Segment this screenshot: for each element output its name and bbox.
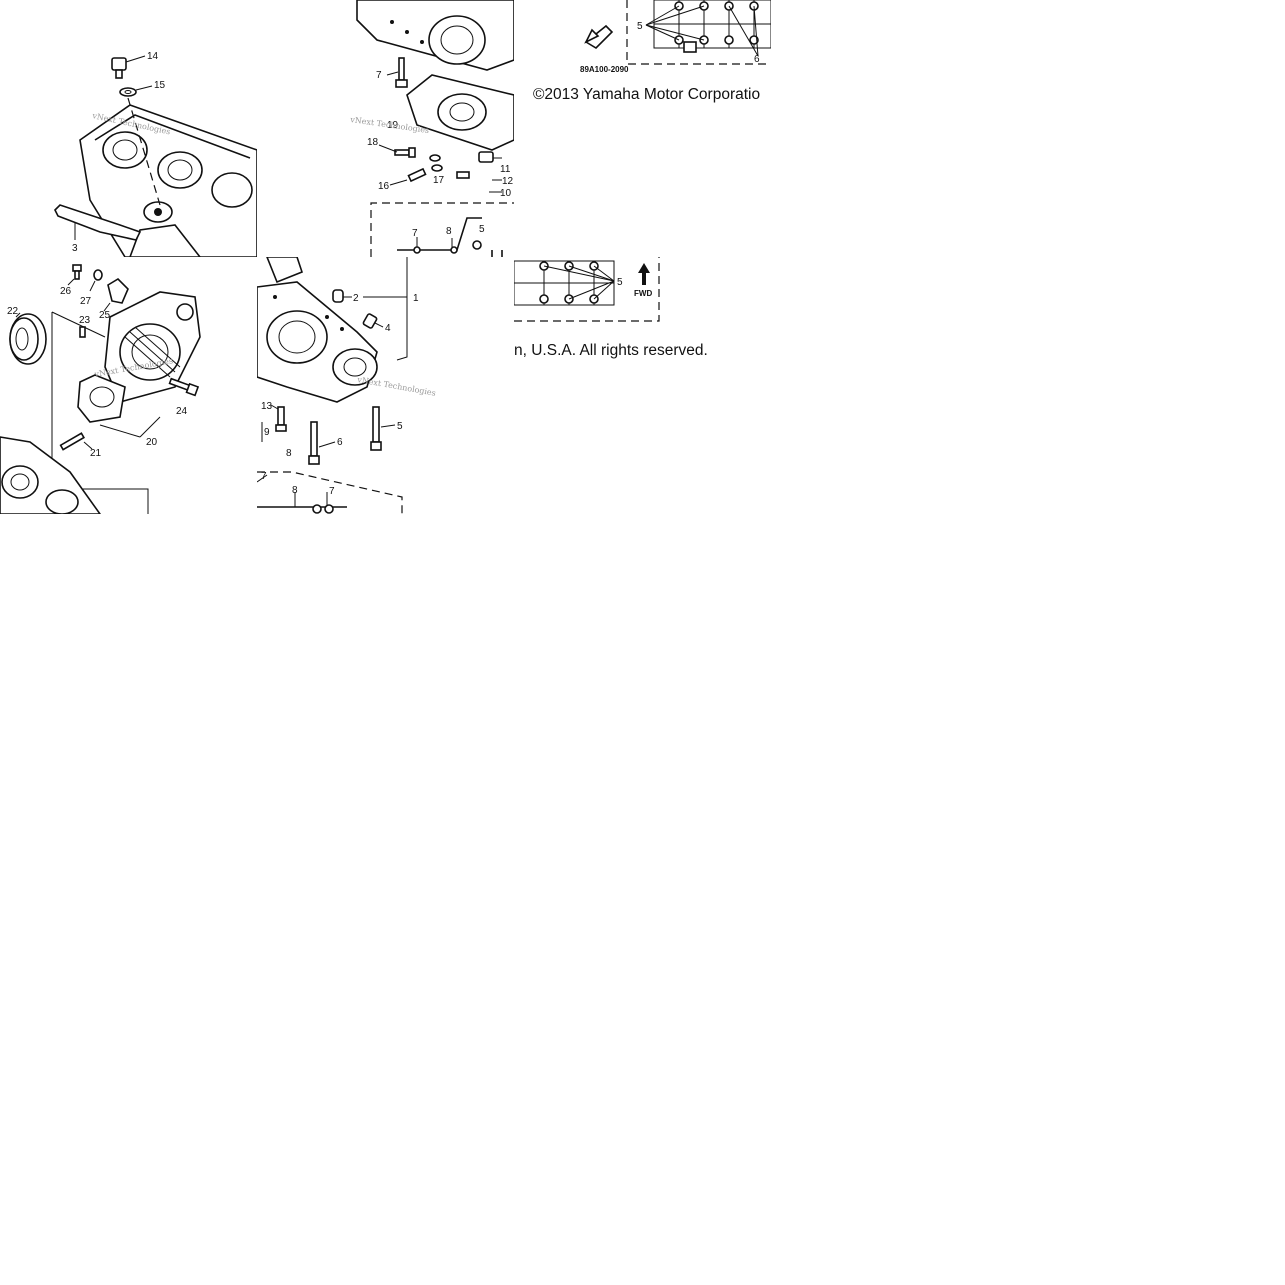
bearing-cap-part xyxy=(77,374,161,438)
diagram-tile-middle-left: 22 26 27 25 23 xyxy=(0,257,257,514)
crankcase-lower-part xyxy=(257,257,378,403)
crankcase-cover-part xyxy=(104,291,201,403)
callout-10: 10 xyxy=(500,188,512,199)
callout-7: 7 xyxy=(329,486,335,497)
bolt-part xyxy=(378,144,416,158)
bolt-part xyxy=(168,377,200,397)
callout-4: 4 xyxy=(385,323,391,334)
bracket-part xyxy=(103,277,129,312)
crankcase-bolt-layout-part xyxy=(514,260,615,306)
callout-25: 25 xyxy=(99,310,111,321)
bolt-part xyxy=(386,57,408,88)
oil-line-part xyxy=(397,217,503,257)
fwd-arrow-icon xyxy=(584,24,614,50)
callout-7: 7 xyxy=(261,471,267,482)
callout-24: 24 xyxy=(176,406,188,417)
callout-8: 8 xyxy=(446,226,452,237)
callout-22: 22 xyxy=(7,306,19,317)
callout-21: 21 xyxy=(90,448,102,459)
washer-part xyxy=(119,85,153,97)
drain-bolt-part xyxy=(111,55,146,79)
callout-16: 16 xyxy=(378,181,390,192)
callout-18: 18 xyxy=(367,137,379,148)
callout-17: 17 xyxy=(433,175,445,186)
crankcase-lower-part xyxy=(356,0,514,151)
callout-2: 2 xyxy=(353,293,359,304)
callout-9: 9 xyxy=(264,427,270,438)
bolt-part xyxy=(308,421,336,465)
copyright-text-part2: n, U.S.A. All rights reserved. xyxy=(514,342,708,359)
callout-27: 27 xyxy=(80,296,92,307)
diagram-tile-center: 2 1 4 13 6 5 9 8 xyxy=(257,257,514,514)
callout-6: 6 xyxy=(754,54,760,65)
callout-6: 6 xyxy=(337,437,343,448)
callout-11: 11 xyxy=(500,164,511,175)
bolt-part xyxy=(389,167,427,186)
callout-26: 26 xyxy=(60,286,72,297)
diagram-tile-top-left: 14 15 3 vNext Technologies xyxy=(0,0,257,257)
diagram-tile-middle-right: 5 FWD n, U.S.A. All rights reserved. xyxy=(514,257,771,367)
bolt-part xyxy=(270,404,287,432)
callout-5: 5 xyxy=(397,421,403,432)
callout-23: 23 xyxy=(79,315,91,326)
callout-12: 12 xyxy=(502,176,514,187)
diagram-code: 89A100-2090 xyxy=(580,65,629,74)
callout-7: 7 xyxy=(412,228,418,239)
copyright-text-part1: ©2013 Yamaha Motor Corporatio xyxy=(533,86,761,103)
callout-14: 14 xyxy=(147,51,159,62)
callout-5: 5 xyxy=(637,21,643,32)
crankcase-upper-part xyxy=(0,436,101,514)
bolt-part xyxy=(370,406,396,451)
callout-1: 1 xyxy=(413,293,419,304)
diagram-tile-top-middle: 7 19 vNext Technologies 18 16 17 11 12 1… xyxy=(257,0,514,257)
gasket-part xyxy=(54,204,142,241)
oil-line-part xyxy=(257,474,347,514)
callout-5: 5 xyxy=(479,224,485,235)
callout-20: 20 xyxy=(146,437,158,448)
callout-19: 19 xyxy=(387,120,399,131)
callout-7: 7 xyxy=(376,70,382,81)
callout-5: 5 xyxy=(617,277,623,288)
callout-15: 15 xyxy=(154,80,166,91)
screw-part xyxy=(67,264,82,286)
callout-8: 8 xyxy=(286,448,292,459)
fwd-arrow-icon xyxy=(638,263,650,285)
callout-3: 3 xyxy=(72,243,78,254)
callout-8: 8 xyxy=(292,485,298,496)
fwd-label: FWD xyxy=(634,289,652,298)
diagram-tile-top-right: 5 6 89A100-2090 ©2013 Yamaha Motor Corpo… xyxy=(514,0,771,110)
oil-seal-part xyxy=(9,312,47,365)
crankcase-bolt-layout-part xyxy=(645,0,771,57)
crankcase-upper-part xyxy=(79,97,257,257)
fitting-part xyxy=(456,151,502,193)
bolt-part xyxy=(59,432,93,451)
callout-13: 13 xyxy=(261,401,273,412)
